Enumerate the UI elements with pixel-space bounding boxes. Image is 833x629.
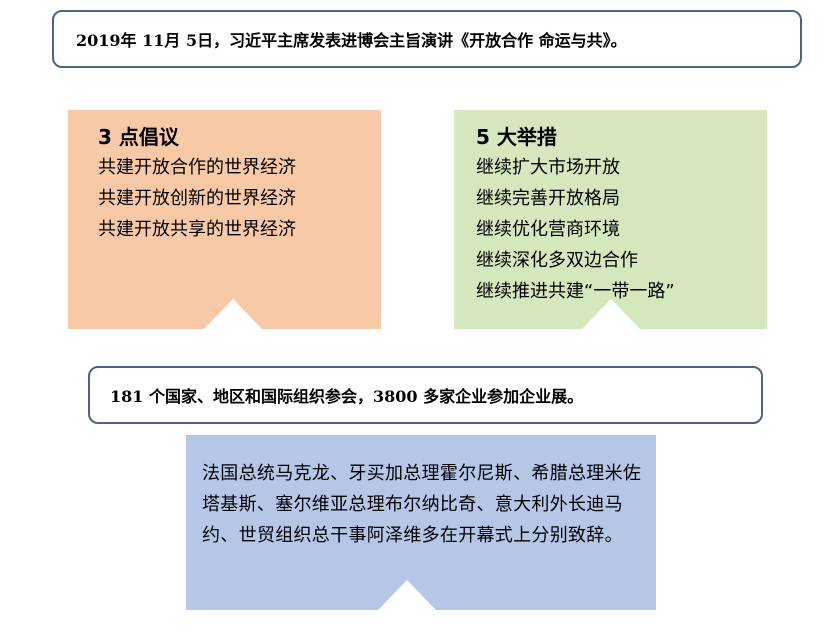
measures-list: 继续扩大市场开放 继续完善开放格局 继续优化营商环境 继续深化多双边合作 继续推… xyxy=(476,152,767,307)
initiatives-list: 共建开放合作的世界经济 共建开放创新的世界经济 共建开放共享的世界经济 xyxy=(98,152,381,245)
measures-title: 5 大举措 xyxy=(476,125,557,149)
participation-banner: 181 个国家、地区和国际组织参会，3800 多家企业参加企业展。 xyxy=(88,366,763,424)
initiative-item: 共建开放合作的世界经济 xyxy=(98,157,296,178)
measures-card: 5 大举措 继续扩大市场开放 继续完善开放格局 继续优化营商环境 继续深化多双边… xyxy=(454,110,767,329)
measure-item: 继续推进共建“一带一路” xyxy=(476,281,675,302)
measures-notch xyxy=(582,299,640,329)
header-text: 2019年 11月 5日，习近平主席发表进博会主旨演讲《开放合作 命运与共》。 xyxy=(76,31,627,50)
initiatives-notch xyxy=(204,299,262,329)
speakers-card: 法国总统马克龙、牙买加总理霍尔尼斯、希腊总理米佐塔基斯、塞尔维亚总理布尔纳比奇、… xyxy=(186,435,656,610)
measure-item: 继续深化多双边合作 xyxy=(476,250,638,271)
measure-item: 继续完善开放格局 xyxy=(476,188,620,209)
measure-item: 继续优化营商环境 xyxy=(476,219,620,240)
measure-item: 继续扩大市场开放 xyxy=(476,157,620,178)
initiative-item: 共建开放创新的世界经济 xyxy=(98,188,296,209)
participation-text: 181 个国家、地区和国际组织参会，3800 多家企业参加企业展。 xyxy=(110,387,584,406)
speakers-text: 法国总统马克龙、牙买加总理霍尔尼斯、希腊总理米佐塔基斯、塞尔维亚总理布尔纳比奇、… xyxy=(202,463,642,546)
speakers-notch xyxy=(378,580,436,610)
initiative-item: 共建开放共享的世界经济 xyxy=(98,219,296,240)
initiatives-title: 3 点倡议 xyxy=(98,125,179,149)
initiatives-card: 3 点倡议 共建开放合作的世界经济 共建开放创新的世界经济 共建开放共享的世界经… xyxy=(68,110,381,329)
header-banner: 2019年 11月 5日，习近平主席发表进博会主旨演讲《开放合作 命运与共》。 xyxy=(52,10,802,68)
